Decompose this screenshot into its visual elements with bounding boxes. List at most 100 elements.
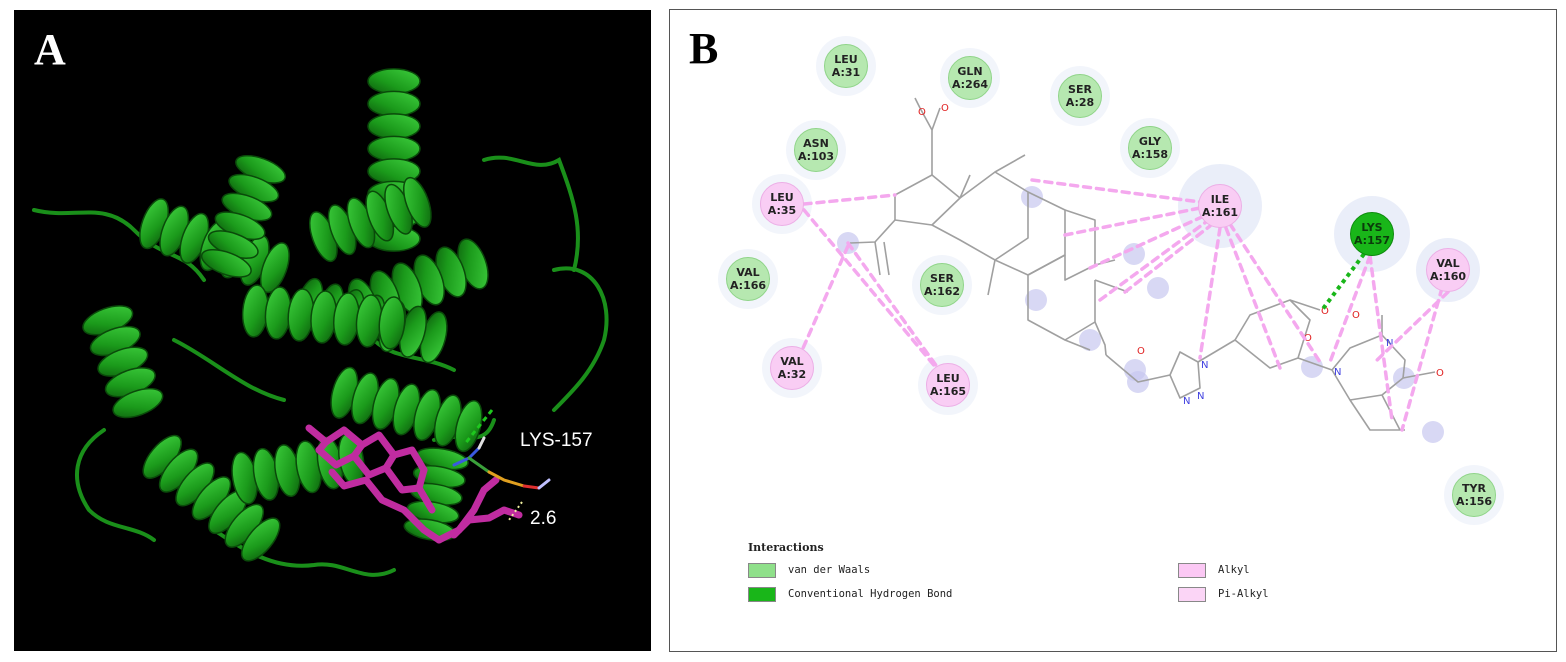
skeleton-bond-11	[994, 154, 1026, 173]
skeleton-bond-27	[987, 259, 996, 296]
skeleton-bond-6	[931, 107, 941, 131]
nitrogen-atom: N	[1197, 391, 1204, 402]
skeleton-bond-20	[1297, 334, 1406, 401]
coil-2	[552, 266, 609, 412]
alkyl-line-11	[1228, 222, 1322, 364]
legend-item-hydrogen-bond: Conventional Hydrogen Bond	[748, 585, 952, 603]
helix-turn	[240, 517, 281, 562]
ligand-bond-8	[415, 466, 428, 492]
legend-title: Interactions	[748, 541, 824, 554]
helix-turn	[112, 387, 164, 419]
solvent-blob	[1124, 359, 1146, 381]
residue-id: A:103	[797, 150, 835, 163]
lys-side-chain	[487, 470, 526, 488]
nitrogen-atom: N	[1386, 338, 1393, 349]
lys-o-bond	[522, 484, 541, 490]
legend-label: Alkyl	[1218, 564, 1250, 576]
panel-a-3d-view: A LYS-157 2.6	[14, 10, 651, 651]
oxygen-atom: O	[918, 107, 926, 118]
legend-item-pi-alkyl: Pi-Alkyl	[1178, 585, 1269, 603]
skeleton-bond-18	[1234, 299, 1311, 369]
skeleton-bond-5	[919, 107, 933, 175]
legend-swatch	[1178, 586, 1206, 602]
residue-id: A:161	[1201, 206, 1239, 219]
oxygen-atom: O	[941, 103, 949, 114]
skeleton-bond-17	[1197, 339, 1236, 363]
ligand-bond-6	[350, 441, 366, 460]
lys-c-bond	[467, 456, 491, 474]
protein-ribbon-render	[32, 68, 609, 577]
helix-6	[142, 434, 281, 562]
legend-label: Conventional Hydrogen Bond	[788, 588, 953, 600]
hydrogen-bond-line	[1320, 252, 1366, 312]
helix-turn	[367, 90, 421, 117]
ligand-bond-0	[305, 424, 428, 474]
residue-id: A:156	[1455, 495, 1493, 508]
alkyl-line-14	[1368, 254, 1394, 422]
skeleton-bond-19	[1289, 299, 1321, 311]
helix-turn	[378, 296, 406, 350]
alkyl-line-5	[1063, 206, 1202, 237]
residue-name: GLN	[957, 65, 983, 78]
helix-turn	[367, 68, 421, 95]
helix-turn	[367, 135, 421, 162]
ligand-bond-2	[328, 468, 443, 544]
residue-id: A:264	[951, 78, 989, 91]
lys-end-bond	[537, 478, 551, 490]
residue-id: A:160	[1429, 270, 1467, 283]
panel-b-letter: B	[689, 24, 719, 73]
legend-label: Pi-Alkyl	[1218, 588, 1269, 600]
helix-turn	[200, 248, 252, 278]
residue-id: A:32	[777, 368, 807, 381]
nitrogen-atom: N	[1334, 367, 1341, 378]
skeleton-bond-9	[874, 241, 881, 276]
residue-name: GLY	[1138, 135, 1162, 148]
ligand-bond-4	[450, 506, 523, 539]
oxygen-atom: O	[1137, 346, 1145, 357]
oxygen-atom: O	[1352, 310, 1360, 321]
legend-swatch	[748, 562, 776, 578]
nitrogen-atom: N	[1201, 360, 1208, 371]
alkyl-line-9	[1198, 226, 1222, 360]
residue-name: VAL	[780, 355, 804, 368]
residue-id: A:28	[1065, 96, 1095, 109]
helices	[82, 68, 489, 562]
legend-swatch	[748, 586, 776, 602]
skeleton-bond-10	[883, 241, 890, 276]
lys-157-residue-label: LYS-157	[520, 430, 593, 451]
residue-name: VAL	[1436, 257, 1460, 270]
solvent-blob	[1079, 329, 1101, 351]
coil-4	[75, 428, 156, 542]
residue-name: VAL	[736, 266, 760, 279]
helix-10	[309, 176, 432, 263]
skeleton-bond-21	[1349, 399, 1405, 431]
solvent-blob	[1123, 243, 1145, 265]
skeleton-bond-14	[1064, 339, 1091, 351]
helix-5	[241, 284, 406, 350]
lys-157-sticks	[452, 436, 551, 490]
alkyl-line-2	[846, 241, 950, 384]
legend-item-alkyl: Alkyl	[1178, 561, 1250, 579]
residue-name: LEU	[770, 191, 794, 204]
residue-id: A:166	[729, 279, 767, 292]
ligand-sticks	[305, 424, 523, 544]
skeleton-bond-1	[931, 171, 1029, 261]
alkyl-line-7	[1098, 220, 1208, 302]
residue-name: LYS	[1361, 221, 1383, 234]
legend-swatch	[1178, 562, 1206, 578]
oxygen-atom: O	[1304, 333, 1312, 344]
skeleton-bond-12	[959, 174, 971, 199]
residue-name: LEU	[834, 53, 858, 66]
skeleton-bond-7	[914, 97, 921, 109]
interactions-legend: Interactions van der Waals Conventional …	[748, 541, 1348, 631]
residue-name: SER	[930, 272, 954, 285]
residue-name: TYR	[1462, 482, 1486, 495]
